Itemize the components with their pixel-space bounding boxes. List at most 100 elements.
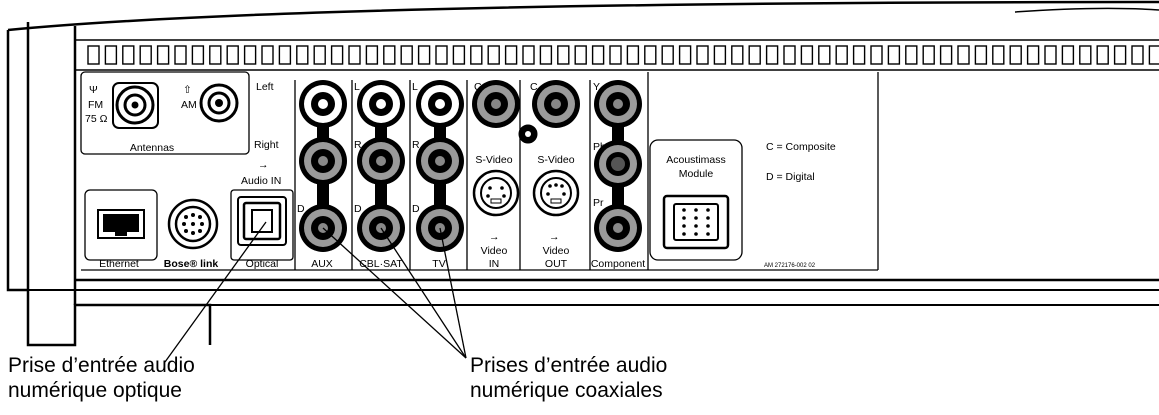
l-mark-cbl: L [354,81,360,93]
connector-pin [694,216,698,220]
vent-slot [226,45,239,65]
video-in-label-line1: Video [481,245,508,257]
optical-input-callout: Prise d’entrée audio numérique optique [8,353,195,403]
cbl-sat-right-jack[interactable] [357,137,405,185]
vent-slot [417,45,431,65]
antennas-group-label: Antennas [130,142,174,154]
d-mark-aux: D [297,203,305,215]
ethernet-port[interactable] [97,209,145,239]
vent-slot [209,45,222,65]
aux-right-jack[interactable] [299,137,347,185]
svideo-in-label: S-Video [475,154,512,166]
composite-video-out-jack[interactable] [532,80,580,128]
vent-slot [835,45,848,65]
vent-slot [522,45,535,65]
vent-slot [731,45,744,65]
coaxial-callout-line2: numérique coaxiales [470,379,663,402]
svideo-out-port[interactable] [532,169,580,217]
fm-antenna-icon: Ψ [89,84,98,96]
connector-pin [682,216,686,220]
vent-slot [278,45,292,65]
composite-video-in-jack[interactable] [472,80,520,128]
vent-slot [504,45,518,65]
vent-slot [1009,45,1022,65]
component-pr-label: Pr [593,197,604,209]
vent-slot [487,45,500,65]
component-section: Y Pb Pr Component [591,81,645,270]
component-y-label: Y [593,81,600,93]
video-in-arrow-icon: → [489,231,500,243]
vent-slot [365,45,379,65]
panel-sections [80,71,879,271]
ethernet-label: Ethernet [99,258,139,270]
vent-slot [400,45,413,65]
vent-slot [452,45,466,65]
aux-left-jack[interactable] [299,80,347,128]
vent-slot [870,45,883,65]
component-pr-jack[interactable] [594,204,642,252]
tv-left-jack[interactable] [416,80,464,128]
vent-slot [957,45,970,65]
cbl-sat-left-jack[interactable] [357,80,405,128]
component-y-jack[interactable] [594,80,642,128]
vent-slot [261,45,274,65]
connector-pin [706,224,710,228]
vent-slot [748,45,761,65]
d-mark-cbl: D [354,203,362,215]
vent-slot [296,45,309,65]
vent-slot [887,45,901,65]
video-out-arrow-icon: → [549,231,560,243]
fm-antenna-jack[interactable] [112,82,159,129]
optical-callout-line1: Prise d’entrée audio [8,354,195,377]
vent-slot [1131,45,1144,65]
c-mark-in: C [474,81,482,93]
vent-slot [156,45,170,65]
vent-slot [609,45,622,65]
cbl-sat-label: CBL·SAT [359,258,403,270]
vent-slot [1096,45,1109,65]
am-label: AM [181,99,197,111]
vent-slot [992,45,1005,65]
vent-slot [574,45,587,65]
am-antenna-jack[interactable] [199,83,239,123]
optical-input-port[interactable] [237,196,287,246]
connector-pin [706,232,710,236]
vent-slot [557,45,570,65]
connector-pin [682,224,686,228]
vent-slot [591,45,605,65]
component-pb-jack[interactable] [594,140,642,188]
bose-link-label: Bose® link [164,258,219,270]
d-mark-tv: D [412,203,420,215]
svideo-out-label: S-Video [537,154,574,166]
vent-slot [435,45,448,65]
vent-slot [1113,45,1127,65]
vent-slot [765,45,779,65]
acoustimass-connector[interactable] [662,194,730,250]
component-pb-label: Pb [593,141,606,153]
bose-link-port[interactable] [167,198,219,250]
video-in-label-line2: IN [489,258,500,270]
tv-right-jack[interactable] [416,137,464,185]
acoustimass-section: Acoustimass Module C = Composite D = Dig… [662,141,836,269]
fm-label: FM [88,99,103,111]
coaxial-inputs-callout: Prises d’entrée audio numérique coaxiale… [470,353,667,403]
video-out-label-line1: Video [543,245,570,257]
optical-callout-line2: numérique optique [8,379,182,402]
vent-slot [678,45,692,65]
optical-label: Optical [246,258,279,270]
vent-slot [783,45,796,65]
callout-leaders [164,221,467,363]
audio-in-arrow-icon: → [258,159,269,171]
vent-slot [626,45,640,65]
connector-pin [706,216,710,220]
vent-slot [939,45,953,65]
vent-slot [818,45,831,65]
acoustimass-label-line1: Acoustimass [666,154,726,166]
vent-slot [661,45,674,65]
vent-slot [313,45,326,65]
connector-pin [694,232,698,236]
vent-slots [87,45,1159,65]
svideo-in-port[interactable] [472,169,520,217]
vent-slot [922,45,935,65]
